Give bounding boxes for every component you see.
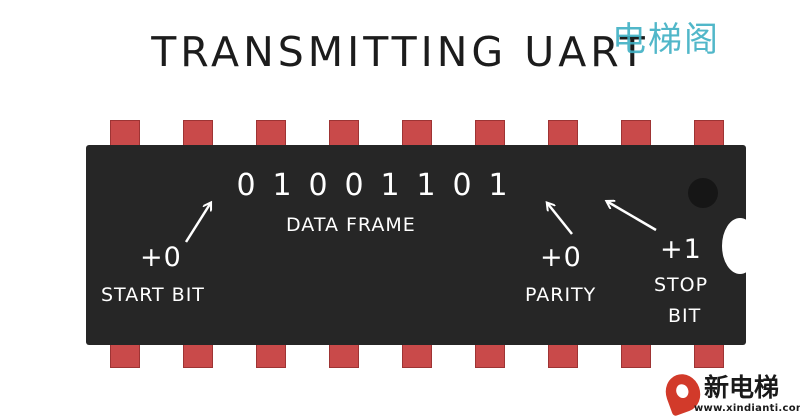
parity-label: PARITY bbox=[525, 284, 597, 306]
parity-arrow bbox=[548, 204, 573, 235]
uart-chip-body bbox=[86, 145, 746, 345]
parity-value: +0 bbox=[540, 242, 582, 273]
data-bit: 0 bbox=[452, 168, 472, 203]
data-bit: 1 bbox=[488, 168, 508, 203]
chip-notch bbox=[722, 218, 758, 274]
stop-bit-value: +1 bbox=[660, 234, 702, 265]
logo-url: www.xindianti.com bbox=[694, 403, 800, 414]
data-bit: 0 bbox=[344, 168, 364, 203]
start-bit-arrow bbox=[184, 204, 210, 243]
data-bit: 1 bbox=[380, 168, 400, 203]
start-bit-label: START BIT bbox=[101, 284, 205, 306]
stop-bit-label-line2: BIT bbox=[668, 305, 702, 327]
logo-name: 新电梯 bbox=[704, 373, 780, 402]
data-bit: 0 bbox=[308, 168, 328, 203]
stop-bit-arrow bbox=[608, 202, 657, 232]
site-logo: 新电梯 www.xindianti.com bbox=[660, 366, 800, 419]
data-frame-label: DATA FRAME bbox=[286, 214, 416, 236]
watermark-text: 电梯阁 bbox=[612, 20, 720, 60]
data-bit: 1 bbox=[416, 168, 436, 203]
diagram-title: TRANSMITTING UART bbox=[151, 28, 649, 76]
data-bit: 0 bbox=[236, 168, 256, 203]
data-bit: 1 bbox=[272, 168, 292, 203]
pin1-indicator-dot bbox=[688, 178, 718, 208]
stop-bit-label-line1: STOP bbox=[654, 274, 709, 296]
start-bit-value: +0 bbox=[140, 242, 182, 273]
